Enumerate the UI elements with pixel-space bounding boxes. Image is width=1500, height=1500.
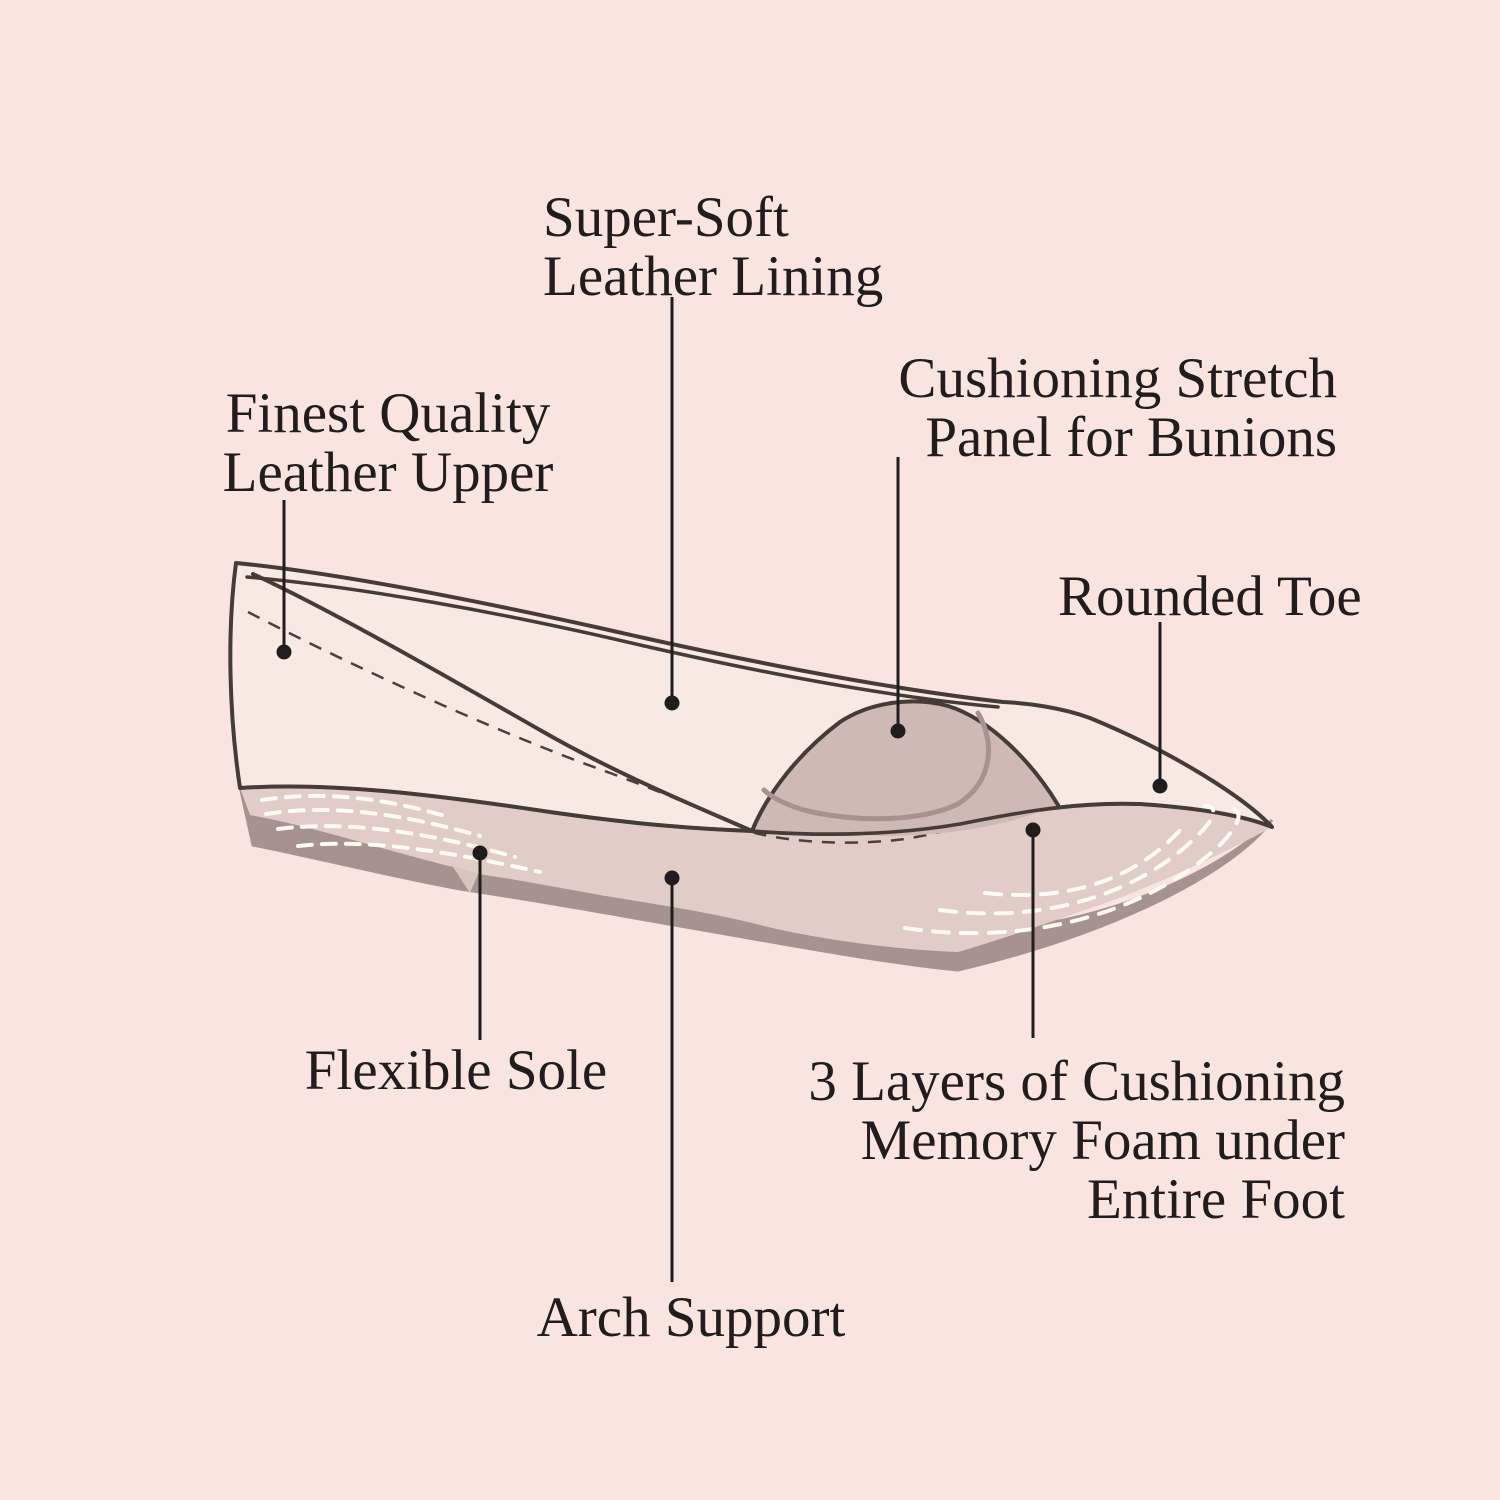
- callout-flexible-sole: Flexible Sole: [206, 1041, 706, 1100]
- leader-dot-finest-quality: [276, 644, 292, 660]
- callout-line: Panel for Bunions: [925, 406, 1337, 469]
- callout-cushioning-stretch-panel: Cushioning Stretch Panel for Bunions: [898, 349, 1337, 467]
- leader-dot-rounded-toe: [1152, 778, 1168, 794]
- callout-line: Rounded Toe: [1058, 565, 1362, 628]
- callout-arch-support: Arch Support: [441, 1288, 941, 1347]
- callout-line: Entire Foot: [1086, 1168, 1345, 1231]
- insole-edge-line: [238, 784, 1274, 836]
- callout-line: Super-Soft: [543, 186, 789, 249]
- callout-finest-quality-leather-upper: Finest Quality Leather Upper: [138, 384, 638, 502]
- leader-dot-super-soft: [664, 695, 680, 711]
- leader-dot-arch-support: [664, 870, 680, 886]
- bunion-panel: [752, 701, 1058, 836]
- callout-line: Finest Quality: [225, 382, 551, 445]
- callout-line: Cushioning Stretch: [898, 347, 1337, 410]
- callout-line: Leather Lining: [543, 245, 884, 308]
- leader-dot-three-layers: [1025, 822, 1041, 838]
- callout-rounded-toe: Rounded Toe: [1058, 567, 1362, 626]
- callout-line: Flexible Sole: [304, 1039, 608, 1102]
- callout-super-soft-leather-lining: Super-Soft Leather Lining: [543, 188, 883, 306]
- leader-dot-flexible-sole: [472, 845, 488, 861]
- toe-stitching: [903, 804, 1241, 936]
- callout-line: Memory Foam under: [860, 1109, 1345, 1172]
- leader-dots: [276, 644, 1168, 886]
- bunion-panel-inner-arc: [761, 710, 992, 822]
- footbed-band: [240, 786, 1272, 952]
- heel-breast-notch: [453, 867, 478, 893]
- callout-three-layers-memory-foam: 3 Layers of Cushioning Memory Foam under…: [808, 1052, 1345, 1229]
- callout-line: Arch Support: [536, 1286, 846, 1349]
- leader-dot-cushioning: [890, 723, 906, 739]
- callout-line: 3 Layers of Cushioning: [808, 1050, 1345, 1113]
- topline-sweep: [251, 572, 754, 833]
- callout-line: Leather Upper: [222, 441, 554, 504]
- leader-lines: [282, 297, 1162, 1282]
